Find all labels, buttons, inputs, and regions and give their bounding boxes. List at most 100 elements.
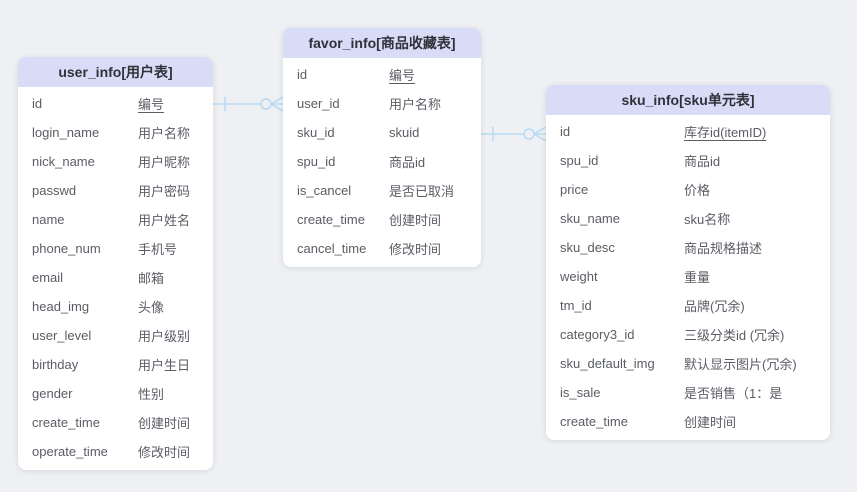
table-row-id[interactable]: id 编号 — [283, 60, 481, 89]
field-name: create_time — [297, 212, 365, 227]
field-name: operate_time — [32, 444, 108, 459]
table-rows-favor-info: id 编号 user_id 用户名称 sku_id skuid spu_id 商品id is_c… — [283, 58, 481, 267]
table-subtitle: [sku单元表] — [679, 92, 755, 108]
table-header-user-info[interactable]: user_info[用户表] — [18, 57, 213, 87]
table-row-create_time[interactable]: create_time 创建时间 — [283, 205, 481, 234]
field-name: passwd — [32, 183, 77, 198]
field-comment: 创建时间 — [684, 415, 737, 430]
table-row-birthday[interactable]: birthday 用户生日 — [18, 350, 213, 379]
field-name: name — [32, 212, 65, 227]
field-comment: 创建时间 — [389, 213, 442, 228]
field-comment: skuid — [389, 125, 420, 140]
table-row-passwd[interactable]: passwd 用户密码 — [18, 176, 213, 205]
table-card-user-info[interactable]: user_info[用户表] id 编号 login_name 用户名称 nick_na… — [18, 57, 213, 470]
table-row-user_id[interactable]: user_id 用户名称 — [283, 89, 481, 118]
table-header-sku-info[interactable]: sku_info[sku单元表] — [546, 85, 830, 115]
table-row-is_sale[interactable]: is_sale 是否销售（1：是 — [546, 378, 830, 407]
table-row-cancel_time[interactable]: cancel_time 修改时间 — [283, 234, 481, 263]
field-comment: 重量 — [684, 270, 711, 285]
table-row-sku_id[interactable]: sku_id skuid — [283, 118, 481, 147]
field-comment: 修改时间 — [389, 242, 442, 257]
field-comment: 是否销售（1：是 — [684, 386, 783, 401]
field-comment: sku名称 — [684, 212, 731, 227]
field-comment: 用户名称 — [138, 126, 191, 141]
field-comment: 库存id(itemID) — [684, 125, 767, 140]
field-name: sku_desc — [560, 240, 615, 255]
table-name: favor_info — [308, 35, 377, 51]
field-name: price — [560, 182, 589, 197]
field-comment: 三级分类id (冗余) — [684, 328, 785, 343]
field-comment: 用户级别 — [138, 329, 191, 344]
field-comment: 商品id — [684, 154, 721, 169]
field-name: user_id — [297, 96, 340, 111]
field-name: gender — [32, 386, 73, 401]
table-row-weight[interactable]: weight 重量 — [546, 262, 830, 291]
table-row-phone_num[interactable]: phone_num 手机号 — [18, 234, 213, 263]
field-name: head_img — [32, 299, 90, 314]
table-name: user_info — [58, 64, 122, 80]
relationship-favor_info-sku_info[interactable] — [481, 126, 547, 142]
field-name: category3_id — [560, 327, 635, 342]
table-row-user_level[interactable]: user_level 用户级别 — [18, 321, 213, 350]
table-row-category3_id[interactable]: category3_id 三级分类id (冗余) — [546, 320, 830, 349]
field-name: is_sale — [560, 385, 601, 400]
table-row-head_img[interactable]: head_img 头像 — [18, 292, 213, 321]
field-name: id — [297, 67, 308, 82]
table-row-create_time[interactable]: create_time 创建时间 — [18, 408, 213, 437]
field-name: login_name — [32, 125, 100, 140]
table-row-create_time[interactable]: create_time 创建时间 — [546, 407, 830, 436]
field-name: cancel_time — [297, 241, 367, 256]
table-card-sku-info[interactable]: sku_info[sku单元表] id 库存id(itemID) spu_id 商品i… — [546, 85, 830, 440]
field-name: create_time — [32, 415, 100, 430]
field-comment: 价格 — [684, 183, 711, 198]
field-name: id — [32, 96, 43, 111]
field-comment: 手机号 — [138, 242, 178, 257]
field-comment: 商品id — [389, 155, 426, 170]
field-name: create_time — [560, 414, 628, 429]
field-comment: 编号 — [138, 97, 165, 112]
field-comment: 默认显示图片(冗余) — [684, 357, 797, 372]
field-comment: 创建时间 — [138, 416, 191, 431]
field-name: birthday — [32, 357, 79, 372]
field-name: tm_id — [560, 298, 592, 313]
table-row-spu_id[interactable]: spu_id 商品id — [283, 147, 481, 176]
field-name: email — [32, 270, 64, 285]
field-comment: 性别 — [138, 387, 165, 402]
table-subtitle: [用户表] — [121, 64, 173, 80]
table-subtitle: [商品收藏表] — [376, 35, 456, 51]
field-comment: 用户密码 — [138, 184, 191, 199]
table-header-favor-info[interactable]: favor_info[商品收藏表] — [283, 28, 481, 58]
table-row-sku_default_img[interactable]: sku_default_img 默认显示图片(冗余) — [546, 349, 830, 378]
field-comment: 用户名称 — [389, 97, 442, 112]
table-row-spu_id[interactable]: spu_id 商品id — [546, 146, 830, 175]
table-row-login_name[interactable]: login_name 用户名称 — [18, 118, 213, 147]
field-name: user_level — [32, 328, 92, 343]
field-comment: 编号 — [389, 68, 416, 83]
field-name: id — [560, 124, 571, 139]
table-row-price[interactable]: price 价格 — [546, 175, 830, 204]
field-name: sku_default_img — [560, 356, 655, 371]
field-name: spu_id — [560, 153, 599, 168]
field-comment: 头像 — [138, 300, 165, 315]
field-name: weight — [560, 269, 598, 284]
field-name: spu_id — [297, 154, 336, 169]
relationship-user_info-favor_info[interactable] — [213, 96, 284, 112]
field-name: sku_id — [297, 125, 335, 140]
field-comment: 用户昵称 — [138, 155, 191, 170]
field-name: phone_num — [32, 241, 101, 256]
table-row-id[interactable]: id 库存id(itemID) — [546, 117, 830, 146]
table-row-id[interactable]: id 编号 — [18, 89, 213, 118]
table-row-gender[interactable]: gender 性别 — [18, 379, 213, 408]
field-comment: 用户生日 — [138, 358, 191, 373]
